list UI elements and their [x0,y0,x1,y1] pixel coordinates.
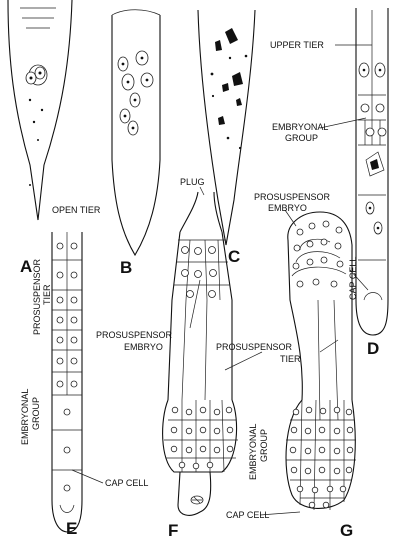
embryonal-group-d-label-line2: GROUP [285,133,318,143]
prosuspensor-embryo-g-label-line2: EMBRYO [268,203,307,213]
panel-letter-g: G [340,521,353,540]
panel-d-drawing [356,8,388,335]
upper-tier-label: UPPER TIER [270,40,324,50]
prosuspensor-tier-fg-label-line2: TIER [280,354,301,364]
panel-letter-c: C [228,247,240,266]
cap-cell-e-label: CAP CELL [105,478,148,488]
embryonal-group-fg-label-line2: GROUP [259,429,269,462]
panel-a-drawing [8,0,72,220]
prosuspensor-embryo-f-label-line1: PROSUSPENSOR [96,330,173,340]
open-tier-label: OPEN TIER [52,205,101,215]
panel-letter-a: A [20,257,32,276]
panel-b-drawing [112,10,160,255]
prosuspensor-tier-fg-label-line1: PROSUSPENSOR [216,342,293,352]
plug-label: PLUG [180,177,205,187]
leader-lines [72,45,372,515]
prosuspensor-embryo-g-label-line1: PROSUSPENSOR [254,192,331,202]
panel-letter-b: B [120,258,132,277]
panel-letter-f: F [168,521,178,540]
prosuspensor-tier-e-label-line2: TIER [42,284,52,305]
prosuspensor-embryo-f-label-line2: EMBRYO [124,342,163,352]
embryonal-group-e-label-line2: GROUP [31,397,41,430]
cap-cell-d-label: CAP CELL [348,257,358,300]
cap-cell-g-label: CAP CELL [226,510,269,520]
embryonal-group-e-label-line1: EMBRYONAL [20,389,30,445]
panel-e-drawing [52,232,82,532]
panel-letter-d: D [367,339,379,358]
embryonal-group-fg-label-line1: EMBRYONAL [248,424,258,480]
panel-letter-e: E [66,519,77,538]
embryonal-group-d-label-line1: EMBRYONAL [272,122,328,132]
panel-c-drawing [198,10,255,245]
prosuspensor-tier-e-label-line1: PROSUSPENSOR [32,258,42,335]
